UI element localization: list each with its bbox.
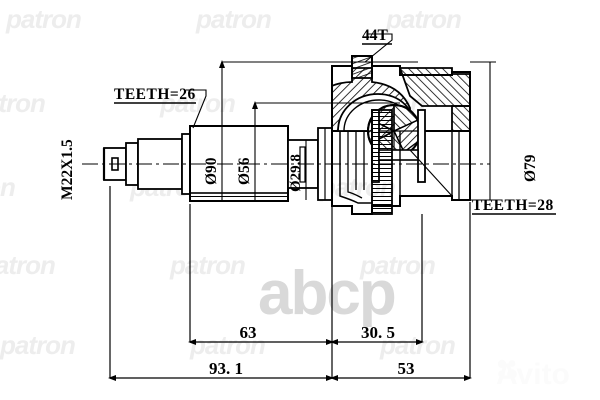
label-teeth-28: TEETH=28 [472,197,554,214]
bottom-dimension-chain [108,186,472,381]
dimension-53: 53 [398,359,415,378]
dimension-lines [186,33,496,201]
dimension-30-5: 30. 5 [361,323,395,342]
label-dia-79: Ø79 [522,154,539,182]
dimension-63: 63 [240,323,257,342]
label-44t: 44T [362,27,389,44]
label-m22x15: M22X1.5 [59,139,76,200]
label-teeth-26: TEETH=26 [114,86,196,103]
body-bottom-band [189,192,289,202]
label-dia-56: Ø56 [236,157,253,185]
label-dia-29-8: Ø29.8 [288,154,304,192]
outer-spline-strip [371,109,393,215]
label-dia-90: Ø90 [203,157,220,185]
dimension-93-1: 93. 1 [209,359,243,378]
